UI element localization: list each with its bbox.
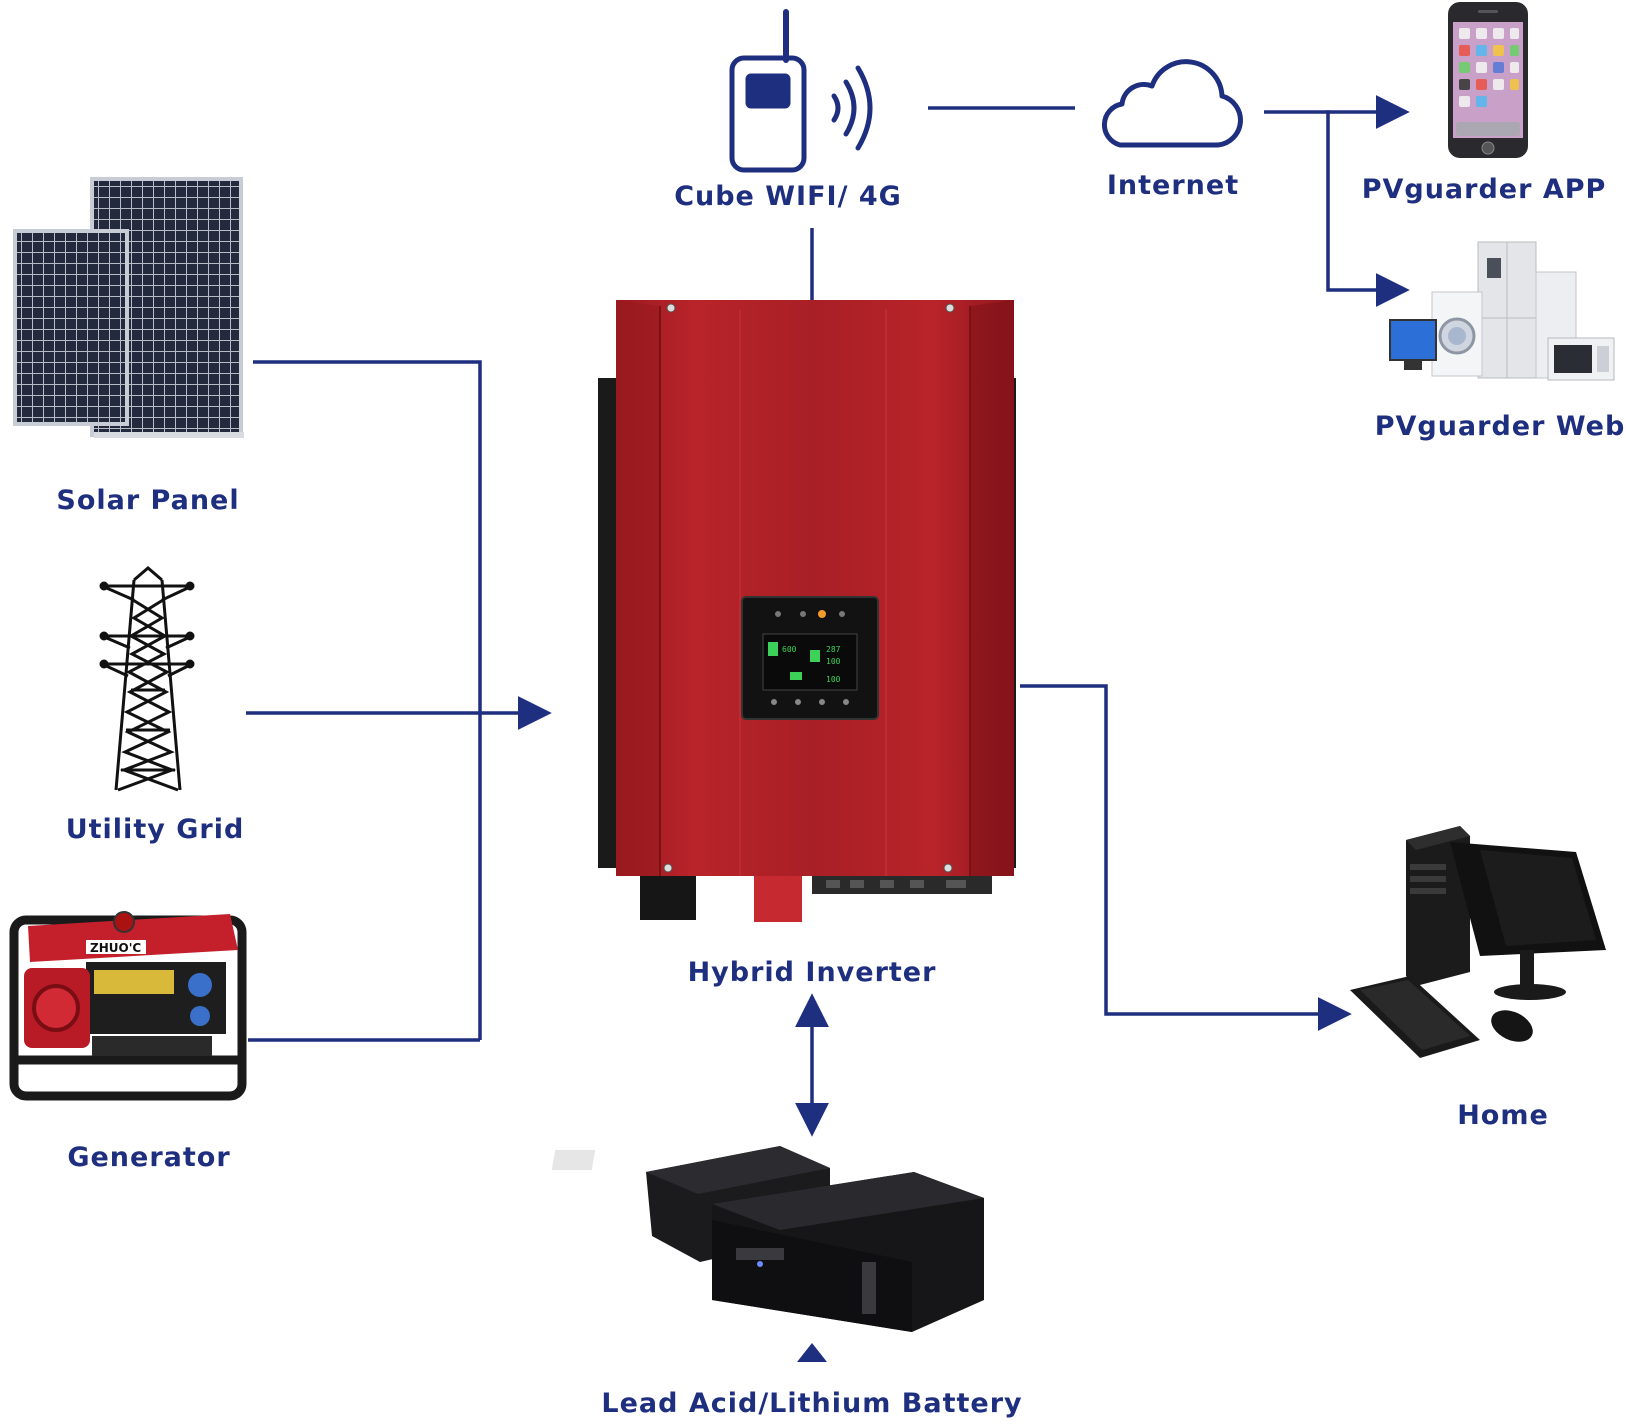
battery-up-triangle	[797, 1343, 827, 1362]
pvguarder-app-label: PVguarder APP	[1361, 174, 1607, 205]
generator-brand-text: ZHUO'C	[90, 941, 141, 955]
svg-text:600: 600	[782, 645, 797, 654]
home-appliances-icon	[1389, 241, 1615, 381]
smartphone-icon	[1448, 2, 1528, 158]
transmission-tower-icon	[99, 566, 195, 792]
battery-label: Lead Acid/Lithium Battery	[601, 1388, 1023, 1419]
svg-text:100: 100	[826, 675, 841, 684]
internet-label: Internet	[1106, 170, 1240, 201]
solar-line	[253, 360, 482, 1040]
wifi-signal-icon	[831, 65, 873, 151]
generator-icon: ZHUO'C	[9, 911, 247, 1101]
pvguarder-web-label: PVguarder Web	[1374, 411, 1626, 442]
battery-icon	[551, 1146, 984, 1332]
walkie-talkie-icon	[729, 9, 807, 173]
utility-grid-label: Utility Grid	[65, 814, 245, 845]
generator-label: Generator	[67, 1142, 231, 1173]
home-arrow	[1020, 684, 1352, 1031]
svg-text:100: 100	[826, 657, 841, 666]
desktop-computer-icon	[1350, 826, 1606, 1058]
cube-wifi-label: Cube WIFI/ 4G	[674, 181, 902, 212]
connection-lines	[246, 95, 1410, 1137]
hybrid-inverter-icon: 600 287 100 100	[598, 300, 1016, 922]
home-label: Home	[1457, 1100, 1549, 1131]
cloud-icon	[1101, 59, 1243, 148]
svg-text:287: 287	[826, 645, 841, 654]
hybrid-inverter-label: Hybrid Inverter	[687, 957, 937, 988]
solar-panel-label: Solar Panel	[56, 485, 240, 516]
solar-panel-icon	[13, 177, 244, 438]
internet-web-arrow	[1326, 112, 1410, 307]
